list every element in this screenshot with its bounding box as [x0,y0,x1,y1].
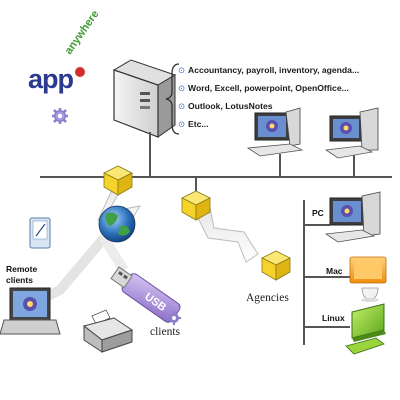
printer-icon [82,309,134,353]
agencies-label: Agencies [246,292,289,304]
feature-bullet-icon: ⊙ [178,83,186,93]
linux-label: Linux [322,313,345,323]
feature-text: Outlook, LotusNotes [188,101,273,111]
remote-clients-label-line2: clients [6,275,33,285]
mac-label: Mac [326,266,343,276]
globe-icon [98,205,136,243]
pc-label: PC [312,208,324,218]
logo-dot-icon [75,67,85,77]
feature-bullet-icon: ⊙ [178,101,186,111]
feature-bullet-icon: ⊙ [178,119,186,129]
desktop-pc-icon-3 [324,191,381,243]
mac-icon [349,256,387,302]
network-node-main [103,165,133,196]
usb-gear-icon [167,311,181,325]
feature-text: Etc... [188,119,209,129]
feature-item: ⊙Etc... [178,117,359,135]
usb-stick-icon [110,266,181,323]
feature-bullet-icon: ⊙ [178,65,186,75]
agency-link-zigzag [195,207,259,263]
clients-label: clients [150,326,181,338]
desktop-pc-icon-2 [324,107,379,159]
network-node-agency-top [181,190,211,221]
network-node-agency [261,250,291,281]
svg-text:anywhere: anywhere [63,8,102,56]
logo-app-text: app [28,64,74,94]
feature-text: Word, Excell, powerpoint, OpenOffice... [188,83,349,93]
logo-arc-text: anywhere [63,8,102,56]
pda-icon [29,217,51,249]
server-icon [112,59,177,138]
usb-fade-arrow [99,235,129,273]
desktop-pc-icon-1 [246,107,304,157]
feature-list: ⊙Accountancy, payroll, inventory, agenda… [178,63,359,135]
linux-pc-icon [345,303,386,355]
feature-item: ⊙Outlook, LotusNotes [178,99,359,117]
laptop-icon [0,287,61,335]
remote-clients-label-line1: Remote [6,264,38,274]
feature-brace [165,63,180,135]
network-lines [40,132,392,345]
gear-icon [52,108,68,124]
feature-item: ⊙Accountancy, payroll, inventory, agenda… [178,63,359,81]
feature-item: ⊙Word, Excell, powerpoint, OpenOffice... [178,81,359,99]
feature-text: Accountancy, payroll, inventory, agenda.… [188,65,360,75]
